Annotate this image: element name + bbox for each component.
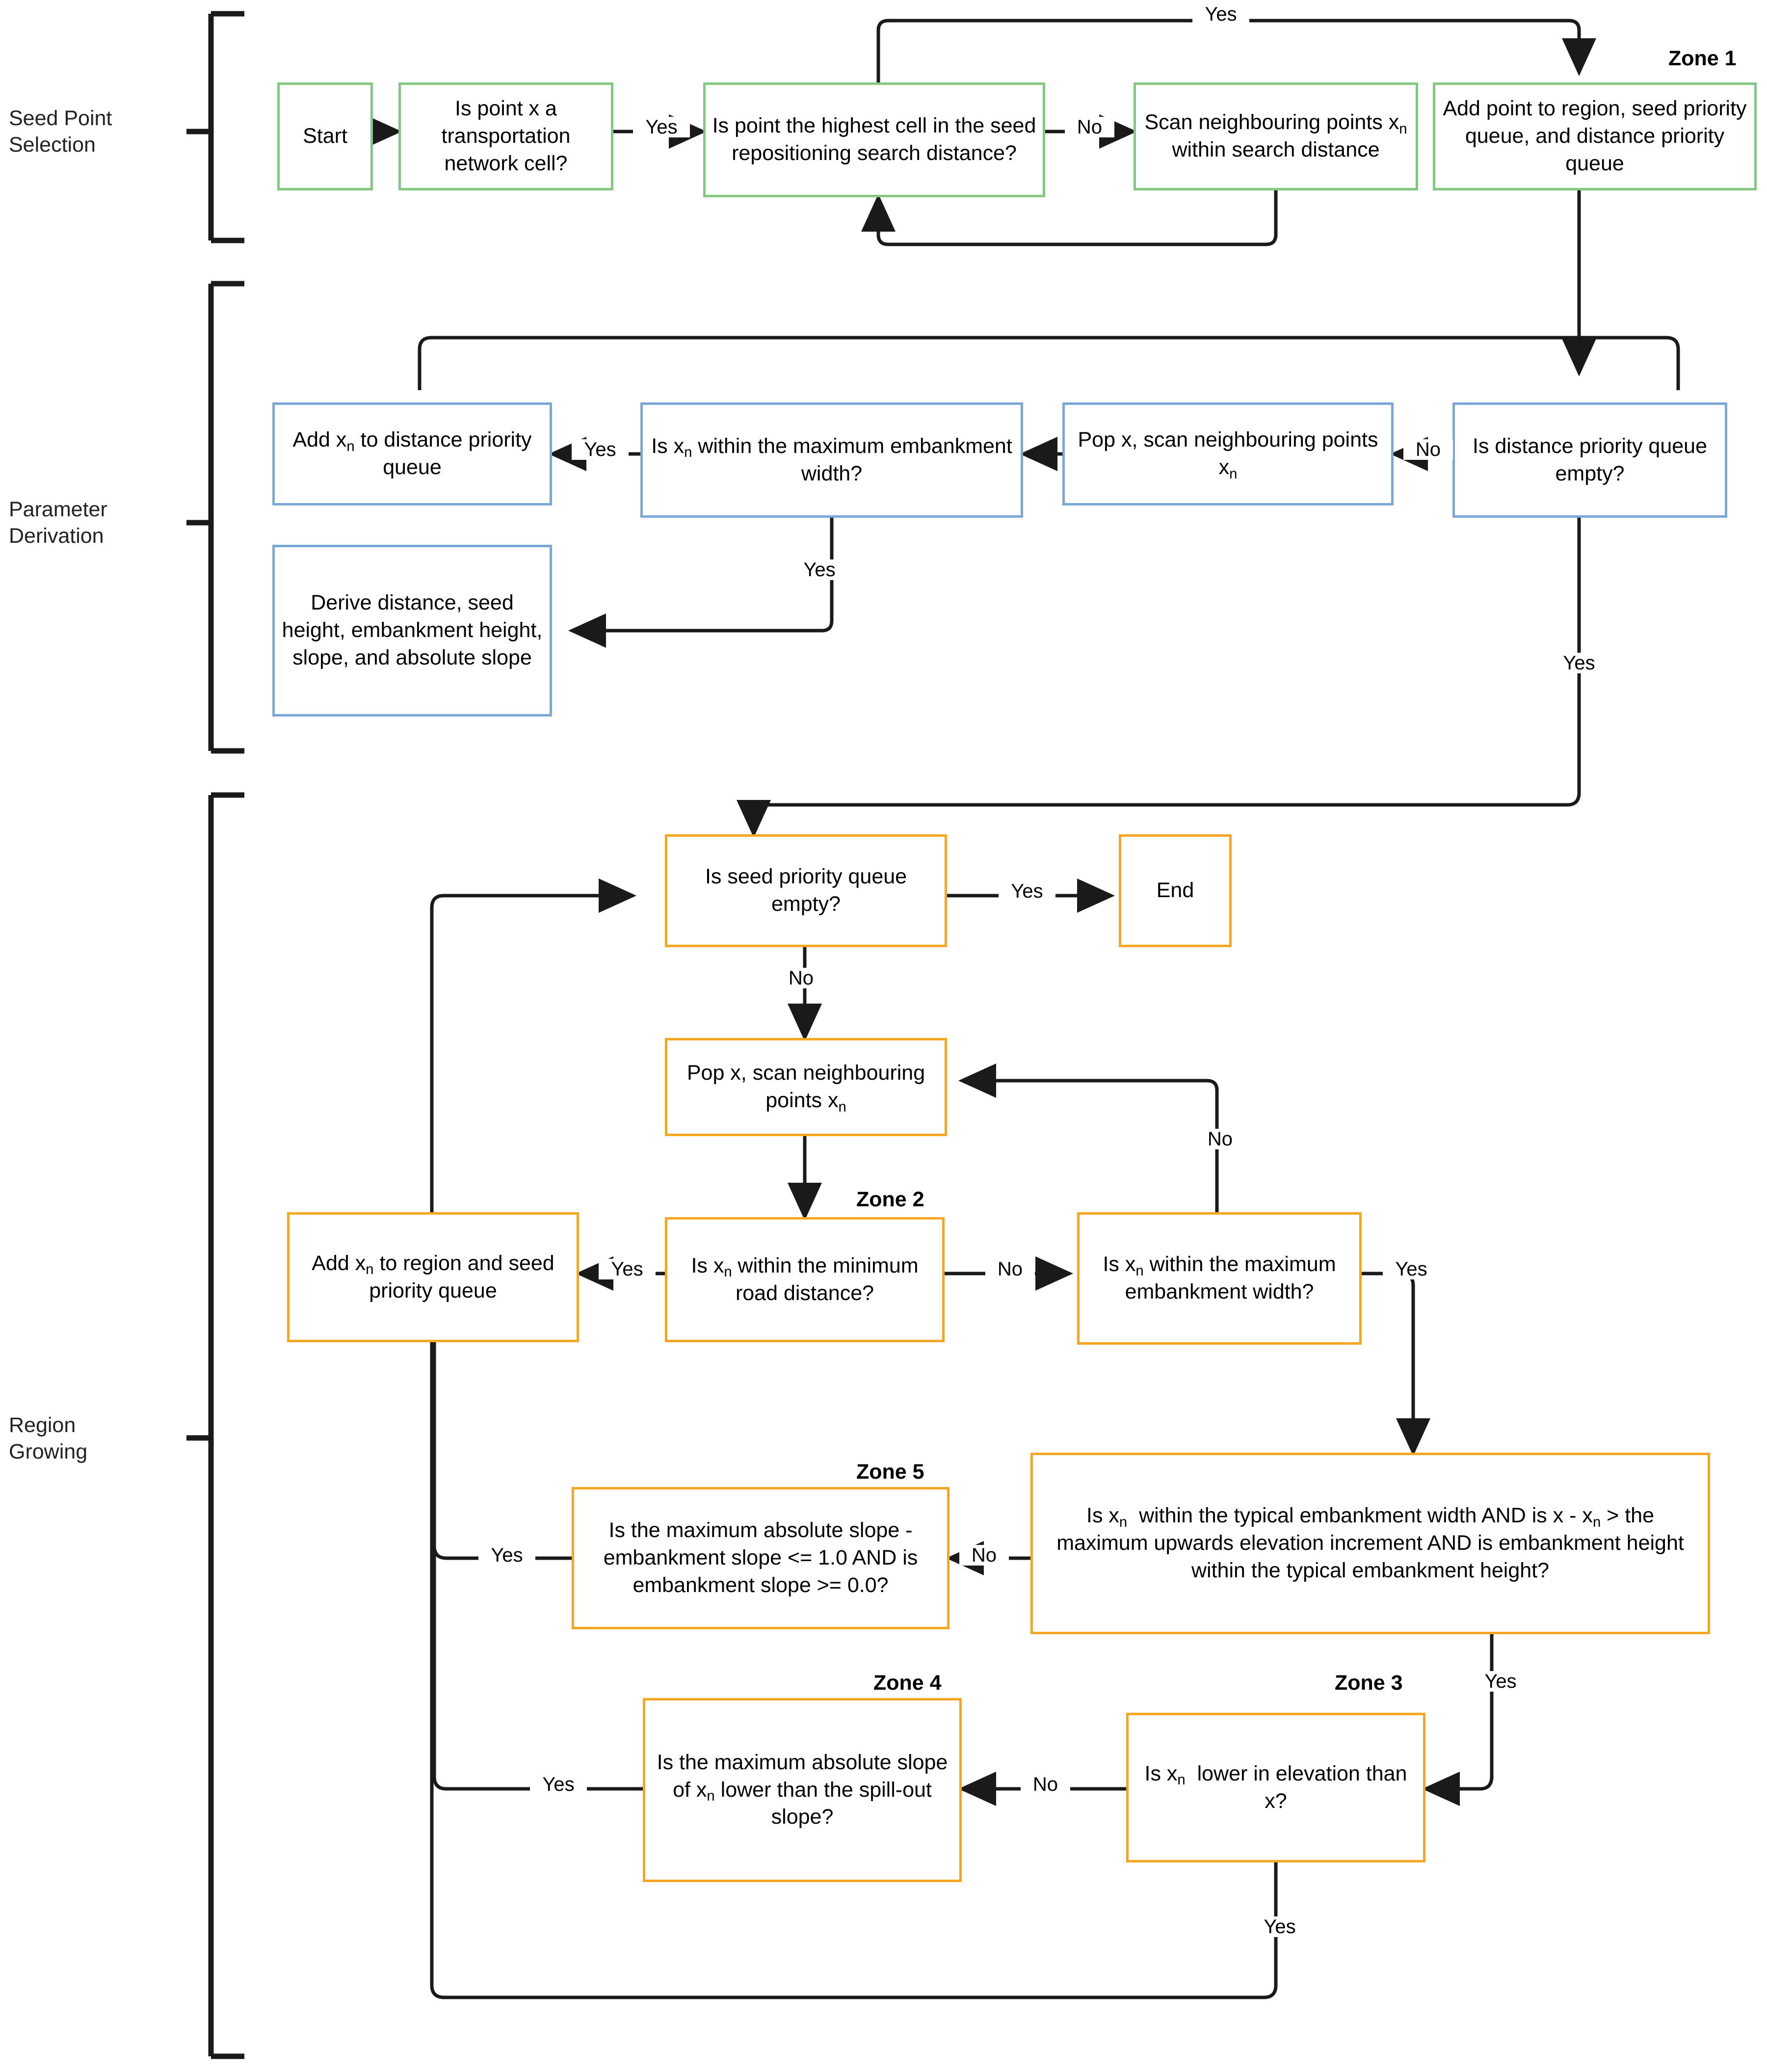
node-is-seed-queue-empty-label: Is seed priority queue empty? — [705, 865, 907, 916]
node-pop-scan-neighbouring-rg[interactable]: Pop x, scan neighbouring points xn — [665, 1038, 947, 1136]
edge-label-seedqueue-no: No — [776, 968, 826, 988]
node-zone5-slope-condition-label: Is the maximum absolute slope - embankme… — [603, 1518, 918, 1597]
node-scan-neighbouring-search-distance-label: Scan neighbouring points xn within searc… — [1144, 110, 1407, 161]
node-is-seed-queue-empty[interactable]: Is seed priority queue empty? — [665, 834, 947, 947]
node-pop-scan-neighbouring-pd[interactable]: Pop x, scan neighbouring points xn — [1062, 402, 1394, 505]
edge-highest-yes-to-addpoint — [876, 19, 1596, 82]
phase-label-seed-point-selection: Seed Point Selection — [9, 106, 181, 159]
edge-typical-yes-to-zone3 — [1422, 1634, 1494, 1806]
node-add-xn-distance-queue-label: Add xn to distance priority queue — [292, 428, 532, 479]
edge-label-maxemb-yes-rg: Yes — [1383, 1259, 1440, 1279]
node-end-label: End — [1156, 878, 1194, 903]
edge-label-maxemb-yes-pd: Yes — [572, 439, 629, 460]
edge-maxemb-no-to-popscan — [958, 1063, 1219, 1212]
node-start[interactable]: Start — [277, 82, 373, 190]
edge-label-typical-yes: Yes — [1472, 1671, 1529, 1692]
edge-label-typical-no: No — [959, 1545, 1009, 1566]
node-is-distance-queue-empty[interactable]: Is distance priority queue empty? — [1452, 402, 1727, 518]
node-scan-neighbouring-search-distance[interactable]: Scan neighbouring points xn within searc… — [1134, 82, 1418, 190]
node-typical-embankment-condition-label: Is xn within the typical embankment widt… — [1056, 1504, 1684, 1582]
edge-zone5-yes-to-rail — [432, 1335, 572, 1560]
edge-label-maxemb-no-rg: No — [1195, 1129, 1245, 1149]
edge-label-maxemb-yes-derive: Yes — [791, 559, 848, 580]
phase-label-line-2: Derivation — [9, 524, 104, 548]
node-is-xn-within-max-embankment-width-rg-label: Is xn within the maximum embankment widt… — [1103, 1252, 1336, 1303]
edge-addxn-loop-right — [418, 336, 1680, 390]
node-zone4-spill-out-slope-label: Is the maximum absolute slope of xn lowe… — [657, 1750, 948, 1829]
node-add-xn-region-seed-queue-label: Add xn to region and seed priority queue — [312, 1251, 554, 1302]
edge-label-transport-yes: Yes — [633, 117, 690, 137]
node-is-highest-cell[interactable]: Is point the highest cell in the seed re… — [703, 82, 1045, 197]
edge-label-highest-yes: Yes — [1192, 4, 1249, 25]
bracket-parameter-derivation — [186, 281, 244, 754]
phase-label-parameter-derivation: Parameter Derivation — [9, 497, 181, 550]
node-add-xn-distance-queue[interactable]: Add xn to distance priority queue — [272, 402, 552, 505]
zone-label-zone-2: Zone 2 — [856, 1188, 924, 1211]
phase-label-line-2: Selection — [9, 133, 96, 157]
edge-label-distqueue-yes: Yes — [1551, 653, 1608, 673]
node-is-xn-within-max-embankment-width-pd[interactable]: Is xn within the maximum embankment widt… — [640, 402, 1023, 518]
node-zone4-spill-out-slope[interactable]: Is the maximum absolute slope of xn lowe… — [643, 1698, 962, 1882]
bracket-seed-point-selection — [186, 11, 244, 243]
node-zone2-min-road-distance[interactable]: Is xn within the minimum road distance? — [665, 1217, 945, 1342]
node-derive-parameters-label: Derive distance, seed height, embankment… — [282, 591, 543, 669]
zone-label-zone-4: Zone 4 — [873, 1671, 942, 1695]
edge-label-zone2-yes: Yes — [599, 1259, 656, 1279]
edge-label-seedqueue-yes: Yes — [999, 881, 1055, 902]
node-start-label: Start — [303, 124, 347, 148]
node-is-xn-within-max-embankment-width-rg[interactable]: Is xn within the maximum embankment widt… — [1077, 1212, 1362, 1345]
edge-label-distqueue-no: No — [1403, 439, 1453, 460]
node-pop-scan-neighbouring-pd-label: Pop x, scan neighbouring points xn — [1078, 428, 1378, 482]
node-derive-parameters[interactable]: Derive distance, seed height, embankment… — [272, 545, 552, 717]
zone-label-zone-3: Zone 3 — [1335, 1671, 1403, 1695]
node-typical-embankment-condition[interactable]: Is xn within the typical embankment widt… — [1030, 1453, 1710, 1634]
edge-label-zone4-yes: Yes — [530, 1774, 587, 1795]
bracket-region-growing — [186, 792, 244, 2059]
node-zone3-lower-elevation-label: Is xn lower in elevation than x? — [1144, 1761, 1407, 1813]
edge-label-zone5-yes: Yes — [478, 1545, 535, 1566]
node-zone2-min-road-distance-label: Is xn within the minimum road distance? — [691, 1253, 919, 1305]
phase-label-line-1: Parameter — [9, 498, 107, 521]
edge-scan-loop-to-highest — [861, 190, 1278, 246]
node-is-transportation-cell-label: Is point x a transportation network cell… — [441, 97, 571, 175]
phase-label-line-1: Seed Point — [9, 106, 112, 130]
node-pop-scan-neighbouring-rg-label: Pop x, scan neighbouring points xn — [686, 1061, 925, 1115]
node-add-point-to-region[interactable]: Add point to region, seed priority queue… — [1433, 82, 1757, 190]
edge-label-zone3-yes: Yes — [1251, 1916, 1308, 1937]
node-is-distance-queue-empty-label: Is distance priority queue empty? — [1472, 434, 1708, 485]
node-is-transportation-cell[interactable]: Is point x a transportation network cell… — [398, 82, 613, 190]
node-add-xn-region-seed-queue[interactable]: Add xn to region and seed priority queue — [287, 1212, 579, 1342]
node-is-highest-cell-label: Is point the highest cell in the seed re… — [712, 114, 1036, 165]
phase-label-region-growing: Region Growing — [9, 1412, 181, 1465]
zone-label-zone-5: Zone 5 — [856, 1460, 924, 1484]
edge-label-zone3-no: No — [1021, 1774, 1070, 1795]
edge-maxemb-yes-to-typical — [1362, 1272, 1430, 1456]
phase-label-line-2: Growing — [9, 1439, 88, 1463]
node-add-point-to-region-label: Add point to region, seed priority queue… — [1443, 97, 1747, 175]
edge-label-zone2-no: No — [985, 1259, 1035, 1279]
node-end[interactable]: End — [1119, 834, 1232, 947]
phase-label-line-1: Region — [9, 1413, 76, 1437]
zone-label-zone-1: Zone 1 — [1668, 47, 1737, 70]
edge-label-highest-no: No — [1065, 117, 1114, 137]
edge-distqueue-yes-to-seedqueue — [737, 518, 1581, 838]
node-zone5-slope-condition[interactable]: Is the maximum absolute slope - embankme… — [572, 1487, 949, 1629]
node-is-xn-within-max-embankment-width-pd-label: Is xn within the maximum embankment widt… — [651, 434, 1012, 485]
node-zone3-lower-elevation[interactable]: Is xn lower in elevation than x? — [1126, 1713, 1425, 1862]
